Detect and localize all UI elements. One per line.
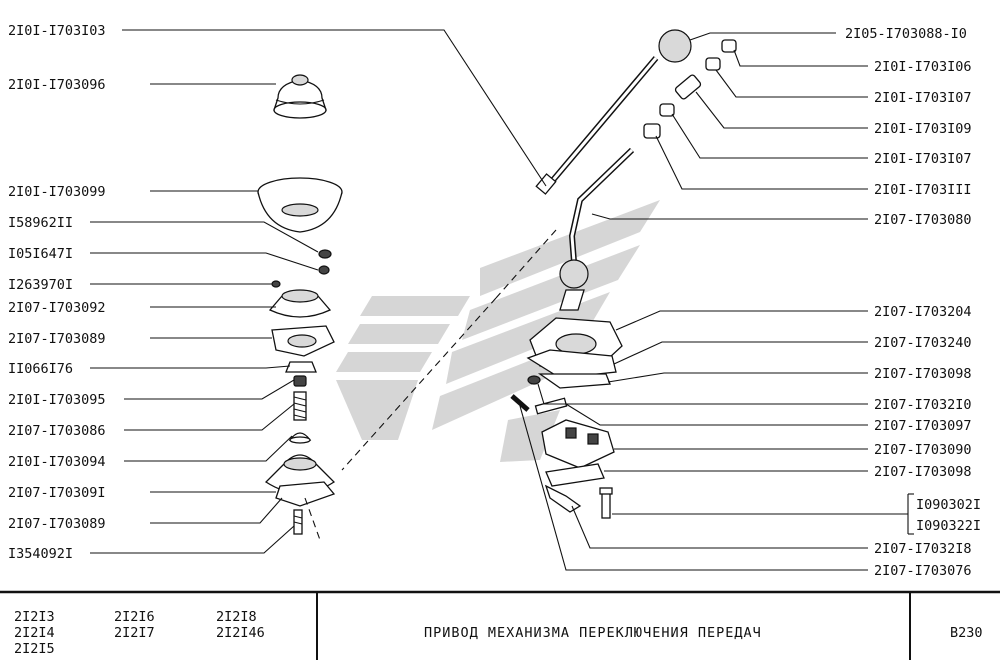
right-leaders xyxy=(519,32,914,571)
part-label: 2I0I-I703I06 xyxy=(874,59,972,75)
knob-part xyxy=(658,29,692,63)
part-label: I263970I xyxy=(8,277,73,293)
part-label: 2I07-I70309I xyxy=(8,485,106,501)
part-label: 2I07-I703080 xyxy=(874,212,972,228)
left-leaders xyxy=(90,29,547,554)
part-label: 2I07-I703076 xyxy=(874,563,972,579)
part-label: 2I05-I703088-I0 xyxy=(845,26,967,42)
part-label: I090302I xyxy=(916,497,981,513)
part-label: I05I647I xyxy=(8,246,73,262)
page-code: B230 xyxy=(950,625,983,641)
pin-097-part xyxy=(534,397,568,415)
housing-part xyxy=(268,289,332,318)
model-code: 2I2I46 xyxy=(216,625,265,641)
part-label: 2I0I-I703III xyxy=(874,182,972,198)
model-code: 2I2I7 xyxy=(114,625,155,641)
plate-098-part xyxy=(537,373,611,389)
boot-part xyxy=(273,74,327,119)
part-label: 2I07-I703098 xyxy=(874,464,972,480)
nut-176-part xyxy=(285,361,317,373)
washer-part xyxy=(318,249,332,259)
bush-107-part xyxy=(705,57,721,71)
left-part-labels: 2I0I-I703I03 2I0I-I703096 2I0I-I703099 I… xyxy=(8,23,106,562)
part-label: 2I07-I703097 xyxy=(874,418,972,434)
part-label: 2I0I-I703099 xyxy=(8,184,106,200)
part-label: 2I07-I703204 xyxy=(874,304,972,320)
bracket-part xyxy=(544,484,582,513)
part-label: 2I07-I703086 xyxy=(8,423,106,439)
part-label: 2I0I-I703I07 xyxy=(874,151,972,167)
part-label: 2I07-I703098 xyxy=(874,366,972,382)
part-label: I58962II xyxy=(8,215,73,231)
part-label: 2I07-I7032I0 xyxy=(874,397,972,413)
bush-107b-part xyxy=(659,103,675,117)
rod-part xyxy=(559,147,635,311)
spring-part xyxy=(293,391,307,421)
model-code: 2I2I3 xyxy=(14,609,55,625)
ring-part xyxy=(271,280,281,288)
part-label: I090322I xyxy=(916,518,981,534)
part-label: 2I0I-I703094 xyxy=(8,454,106,470)
footer: 2I2I3 2I2I6 2I2I8 2I2I4 2I2I7 2I2I46 2I2… xyxy=(0,590,1000,660)
tube-109-part xyxy=(674,74,702,100)
part-label: 2I07-I703089 xyxy=(8,331,106,347)
part-label: 2I07-I703089 xyxy=(8,516,106,532)
right-part-labels: 2I05-I703088-I0 2I0I-I703I06 2I0I-I703I0… xyxy=(845,26,981,579)
part-label: I354092I xyxy=(8,546,73,562)
part-label: 2I0I-I703I09 xyxy=(874,121,972,137)
part-label: 2I07-I703240 xyxy=(874,335,972,351)
diagram-title: ПРИВОД МЕХАНИЗМА ПЕРЕКЛЮЧЕНИЯ ПЕРЕДАЧ xyxy=(424,625,762,641)
left-assembly xyxy=(257,74,343,535)
lever-part xyxy=(535,56,659,195)
bush-106-part xyxy=(721,39,737,53)
sleeve-111-part xyxy=(643,123,661,139)
model-code: 2I2I6 xyxy=(114,609,155,625)
part-label: 2I0I-I703I07 xyxy=(874,90,972,106)
nut-part xyxy=(318,265,330,275)
gasket-lower-part xyxy=(275,481,336,507)
part-label: II066I76 xyxy=(8,361,73,377)
cover-part xyxy=(257,177,343,233)
right-assembly xyxy=(304,29,737,541)
selector-090-part xyxy=(541,419,615,469)
part-label: 2I07-I7032I8 xyxy=(874,541,972,557)
model-code: 2I2I4 xyxy=(14,625,55,641)
part-label: 2I0I-I703096 xyxy=(8,77,106,93)
part-label: 2I0I-I703095 xyxy=(8,392,106,408)
part-label: 2I0I-I703I03 xyxy=(8,23,106,39)
plate-098b-part xyxy=(545,463,605,487)
bushing-part xyxy=(293,375,307,387)
model-code: 2I2I5 xyxy=(14,641,55,657)
model-code: 2I2I8 xyxy=(216,609,257,625)
part-label: 2I07-I703092 xyxy=(8,300,106,316)
part-label: 2I07-I703090 xyxy=(874,442,972,458)
